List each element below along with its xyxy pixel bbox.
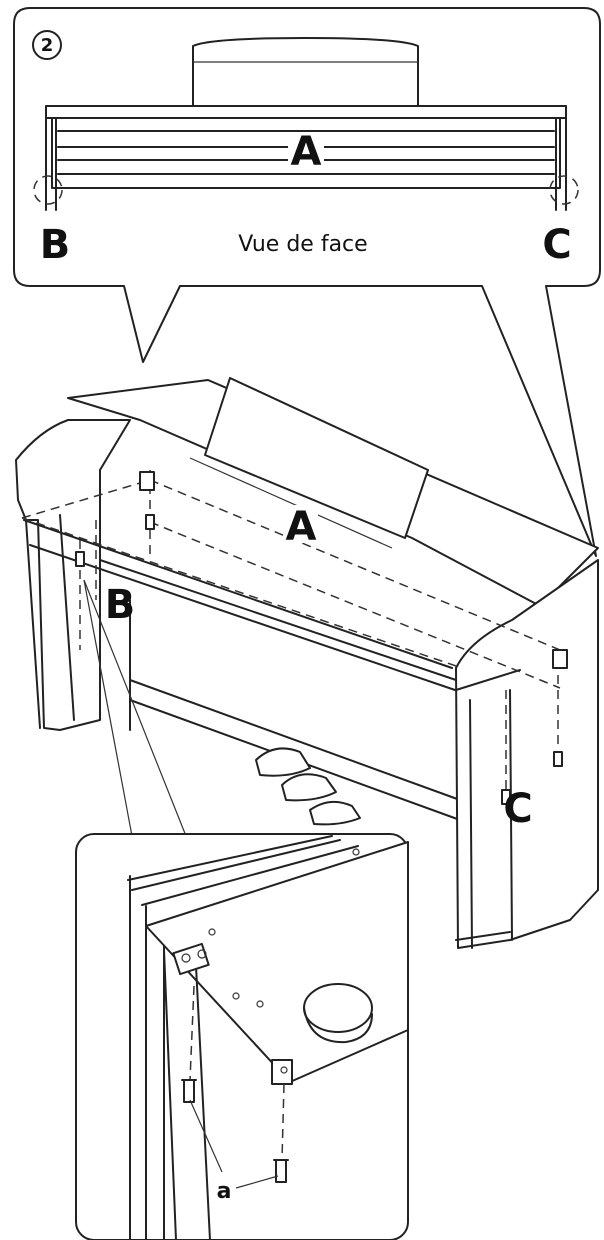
detail-round-pad bbox=[303, 983, 373, 1033]
front-view-callout: 2 A B C Vue de face bbox=[13, 7, 601, 557]
step-number: 2 bbox=[41, 35, 54, 56]
detail-inset: a bbox=[75, 833, 409, 1240]
front-music-rest bbox=[192, 37, 419, 107]
main-label-b: B bbox=[105, 582, 136, 628]
front-joint-left-marker bbox=[33, 175, 63, 205]
piano-left-side bbox=[15, 419, 131, 731]
step-number-circle bbox=[32, 30, 62, 60]
piano-music-rest bbox=[204, 377, 429, 539]
front-label-c: C bbox=[542, 222, 571, 268]
front-label-b: B bbox=[40, 222, 71, 268]
front-joint-right-marker bbox=[549, 175, 579, 205]
main-screws bbox=[75, 514, 563, 805]
detail-screw-label: a bbox=[217, 1179, 232, 1204]
front-view-caption: Vue de face bbox=[238, 232, 367, 257]
piano-main-view: A B C bbox=[15, 377, 599, 949]
main-label-c: C bbox=[503, 786, 532, 832]
main-label-a: A bbox=[286, 504, 317, 550]
piano-right-side bbox=[455, 559, 599, 949]
detail-screws bbox=[181, 1079, 289, 1183]
front-label-a: A bbox=[291, 129, 322, 175]
front-top-board bbox=[45, 105, 567, 119]
step-number-badge: 2 bbox=[32, 30, 62, 60]
pedals bbox=[255, 747, 361, 826]
